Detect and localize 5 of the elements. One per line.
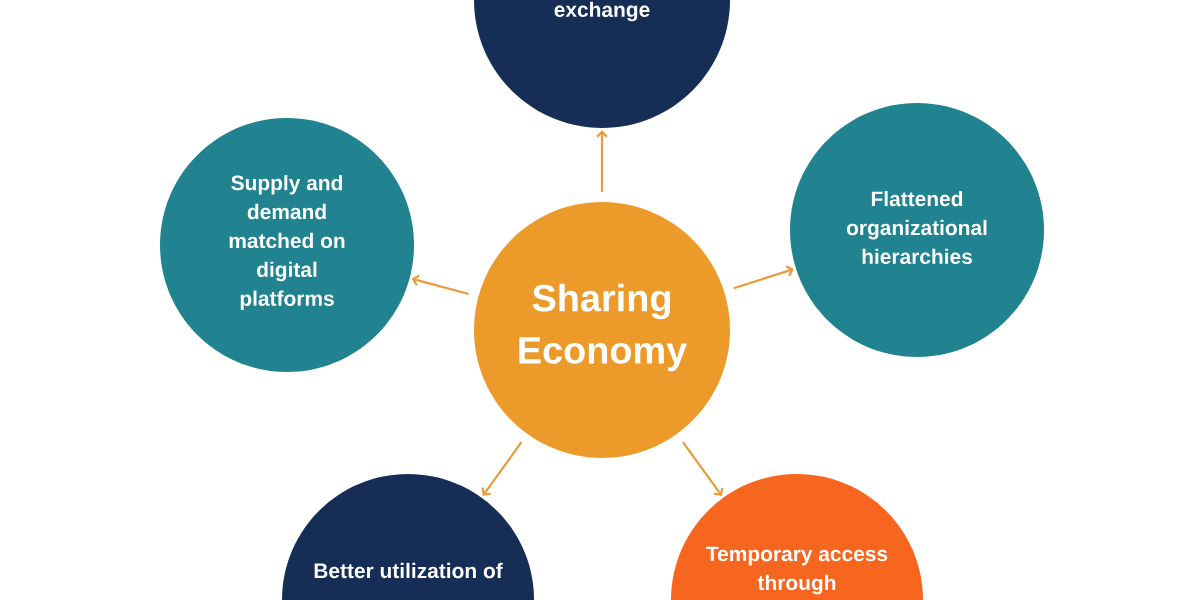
arrow	[596, 130, 608, 192]
arrow	[411, 274, 469, 296]
arrow	[481, 441, 523, 496]
arrow	[733, 265, 794, 290]
arrow	[682, 441, 724, 497]
